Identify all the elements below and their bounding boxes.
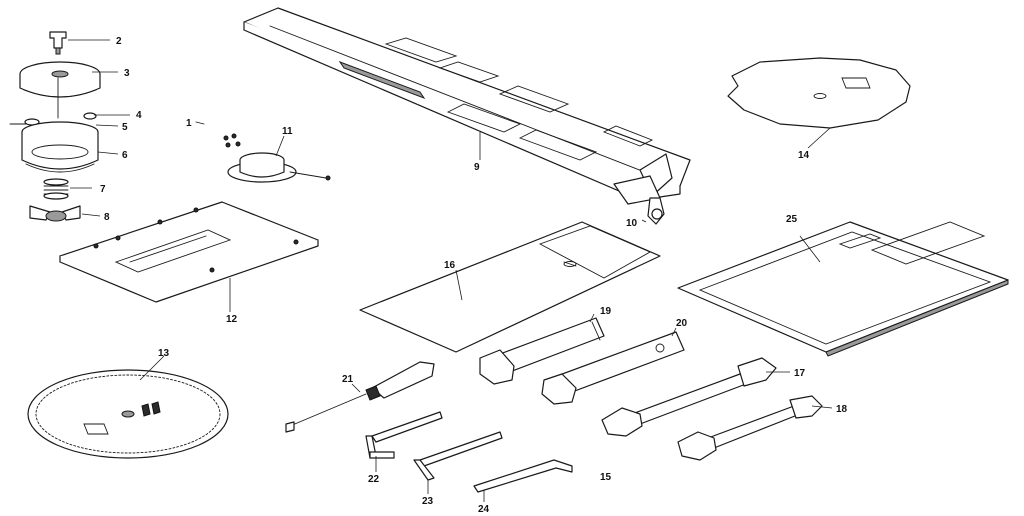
- callout-11: 11: [282, 126, 293, 137]
- callout-17: 17: [794, 368, 806, 379]
- callout-21: 21: [342, 374, 354, 385]
- part-bolt: [49, 31, 67, 55]
- callout-22: 22: [368, 474, 380, 485]
- part-collar: [227, 152, 331, 183]
- callout-2: 2: [116, 36, 122, 47]
- part-cover: [19, 61, 101, 119]
- callout-24: 24: [478, 504, 490, 515]
- part-base-plate: [59, 201, 319, 303]
- callout-18: 18: [836, 404, 848, 415]
- callout-5: 5: [122, 122, 128, 133]
- callout-13: 13: [158, 348, 170, 359]
- part-screwdriver: [285, 361, 435, 433]
- part-open-wrench-18: [677, 395, 823, 461]
- part-open-wrench-17: [601, 357, 777, 437]
- part-flange: [21, 121, 99, 173]
- callout-15: 15: [600, 472, 612, 483]
- part-spring: [43, 178, 69, 200]
- callout-7: 7: [100, 184, 106, 195]
- part-saw-blade: [27, 369, 229, 459]
- part-blade-4: [727, 57, 911, 129]
- callout-12: 12: [226, 314, 238, 325]
- part-shaft: [243, 7, 691, 205]
- part-box-spanner-19: [479, 317, 605, 385]
- part-rod: [473, 459, 573, 493]
- callout-14: 14: [798, 150, 810, 161]
- callout-16: 16: [444, 260, 456, 271]
- part-manual: [677, 221, 1009, 357]
- callout-20: 20: [676, 318, 688, 329]
- callout-25: 25: [786, 214, 798, 225]
- part-bag: [359, 221, 661, 353]
- part-wing-nut: [29, 205, 81, 222]
- callout-8: 8: [104, 212, 110, 223]
- part-washer: [9, 112, 97, 126]
- part-box-spanner-20: [541, 331, 685, 405]
- part-screws: [195, 121, 241, 148]
- part-hex-key-23: [413, 431, 503, 481]
- leader-lines: [68, 39, 833, 502]
- callout-23: 23: [422, 496, 434, 507]
- callouts: 1 2 3 4 5 6 7 8 9 10 11 12 13 14 15 16 1…: [100, 36, 848, 515]
- callout-1: 1: [186, 118, 192, 129]
- callout-19: 19: [600, 306, 612, 317]
- callout-9: 9: [474, 162, 480, 173]
- callout-6: 6: [122, 150, 128, 161]
- part-hex-key-22: [365, 411, 443, 459]
- part-hook: [647, 197, 665, 225]
- callout-10: 10: [626, 218, 638, 229]
- callout-4: 4: [136, 110, 142, 121]
- callout-3: 3: [124, 68, 130, 79]
